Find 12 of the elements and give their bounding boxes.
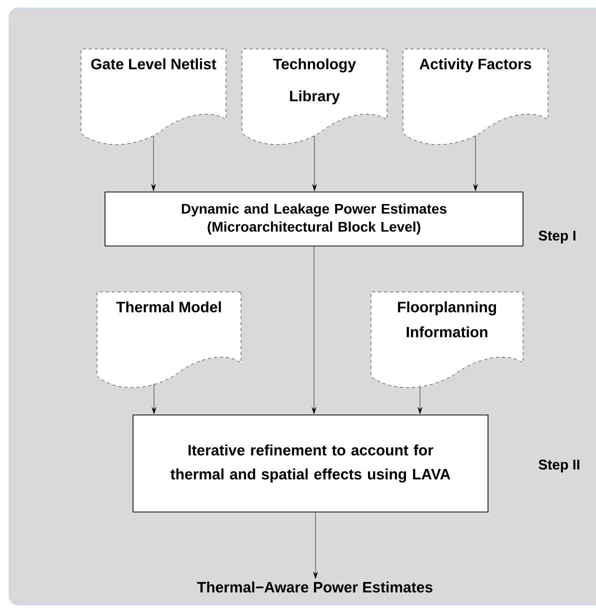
process-box: Iterative refinement to account for thermal and spatial effects using LAVA [132, 414, 488, 512]
arrow [313, 512, 318, 579]
step-label: Step I [538, 230, 576, 244]
arrow [312, 246, 316, 414]
output-label: Thermal−Aware Power Estimates [197, 582, 432, 592]
arrow [418, 386, 422, 414]
arrow [152, 384, 156, 414]
step-label: Step II [538, 460, 580, 472]
arrow [151, 136, 156, 192]
process-box: Dynamic and Leakage Power Estimates (Microarchitectural Block Level) [104, 192, 524, 246]
arrow [312, 136, 317, 192]
arrow [473, 136, 478, 192]
